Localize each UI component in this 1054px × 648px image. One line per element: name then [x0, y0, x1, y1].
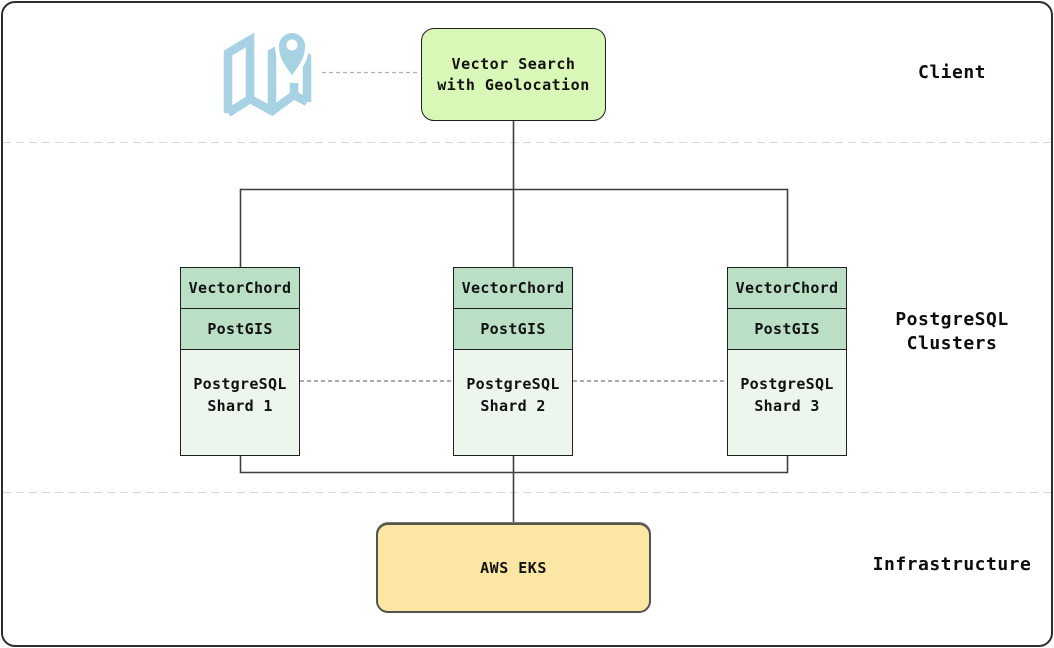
shard3-vectorchord-label: VectorChord [735, 279, 839, 297]
location-pin-hole [286, 39, 298, 51]
shard1-name: PostgreSQL Shard 1 [193, 374, 287, 415]
shard1-body: PostgreSQL Shard 1 [181, 350, 299, 455]
shard2-postgis-label: PostGIS [480, 320, 546, 338]
node-vector-search-label: Vector Search with Geolocation [437, 54, 590, 94]
shard2-layer-vectorchord: VectorChord [454, 268, 572, 309]
shard3-layer-postgis: PostGIS [728, 309, 846, 350]
map-outline-left [223, 32, 255, 113]
shard2-layer-postgis: PostGIS [454, 309, 572, 350]
map-bottom-zigzag [225, 89, 310, 117]
shard1-layer-vectorchord: VectorChord [181, 268, 299, 309]
node-aws-eks-label: AWS EKS [480, 558, 547, 577]
shard1-layer-postgis: PostGIS [181, 309, 299, 350]
lane-label-client: Client [917, 62, 987, 83]
shard2-name: PostgreSQL Shard 2 [466, 374, 560, 415]
shard2-vectorchord-label: VectorChord [461, 279, 565, 297]
node-postgresql-shard-3: VectorChord PostGIS PostgreSQL Shard 3 [727, 267, 847, 456]
node-aws-eks: AWS EKS [376, 523, 651, 613]
shard1-postgis-label: PostGIS [207, 320, 273, 338]
map-location-icon [223, 29, 312, 117]
node-vector-search: Vector Search with Geolocation [421, 28, 606, 121]
lane-label-infrastructure: Infrastructure [872, 554, 1032, 575]
shard1-vectorchord-label: VectorChord [188, 279, 292, 297]
node-postgresql-shard-2: VectorChord PostGIS PostgreSQL Shard 2 [453, 267, 573, 456]
shard3-layer-vectorchord: VectorChord [728, 268, 846, 309]
lane-label-postgresql-clusters: PostgreSQL Clusters [895, 309, 1009, 354]
shard3-name: PostgreSQL Shard 3 [740, 374, 834, 415]
location-pin [274, 29, 310, 83]
shard2-body: PostgreSQL Shard 2 [454, 350, 572, 455]
shard3-postgis-label: PostGIS [754, 320, 820, 338]
node-postgresql-shard-1: VectorChord PostGIS PostgreSQL Shard 1 [180, 267, 300, 456]
shard3-body: PostgreSQL Shard 3 [728, 350, 846, 455]
